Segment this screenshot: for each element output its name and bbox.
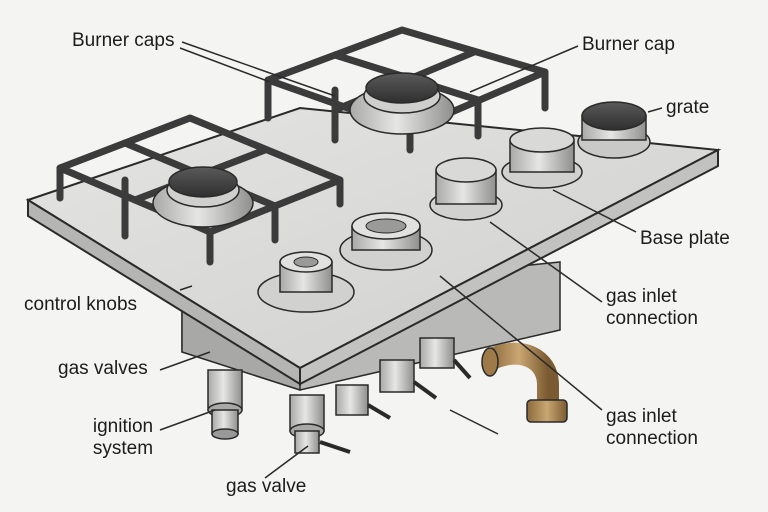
gas-valve-assembly bbox=[207, 337, 472, 454]
label-gas-inlet-connection-top: gas inlet connection bbox=[606, 286, 698, 330]
burner-cap-right bbox=[577, 101, 651, 159]
label-control-knobs: control knobs bbox=[24, 294, 138, 315]
burner-back bbox=[349, 72, 455, 135]
burner-left bbox=[152, 166, 254, 228]
label-burner-cap: Burner cap bbox=[582, 34, 675, 55]
label-burner-caps: Burner caps bbox=[72, 30, 175, 51]
control-knob-1 bbox=[501, 127, 583, 189]
label-ignition-line-1: ignition bbox=[92, 416, 154, 437]
label-gas-inlet-line-1: gas inlet bbox=[606, 286, 677, 307]
label-grate: grate bbox=[666, 97, 710, 118]
label-gas-valve: gas valve bbox=[226, 476, 307, 497]
label-gas-inlet-line-1b: gas inlet bbox=[606, 406, 677, 427]
burner-front-left bbox=[257, 251, 355, 313]
burner-front-right bbox=[339, 212, 433, 271]
label-gas-inlet-line-2: connection bbox=[606, 308, 698, 329]
label-ignition-system: ignition system bbox=[68, 416, 178, 460]
leader-lines bbox=[159, 41, 663, 479]
label-gas-inlet-connection-bottom: gas inlet connection bbox=[606, 406, 698, 450]
brass-gas-inlet-elbow bbox=[481, 342, 568, 423]
control-knob-2 bbox=[429, 157, 503, 221]
label-gas-inlet-line-2b: connection bbox=[606, 428, 698, 449]
label-gas-valves: gas valves bbox=[58, 358, 148, 379]
label-ignition-line-2: system bbox=[92, 438, 154, 459]
label-base-plate: Base plate bbox=[640, 228, 730, 249]
